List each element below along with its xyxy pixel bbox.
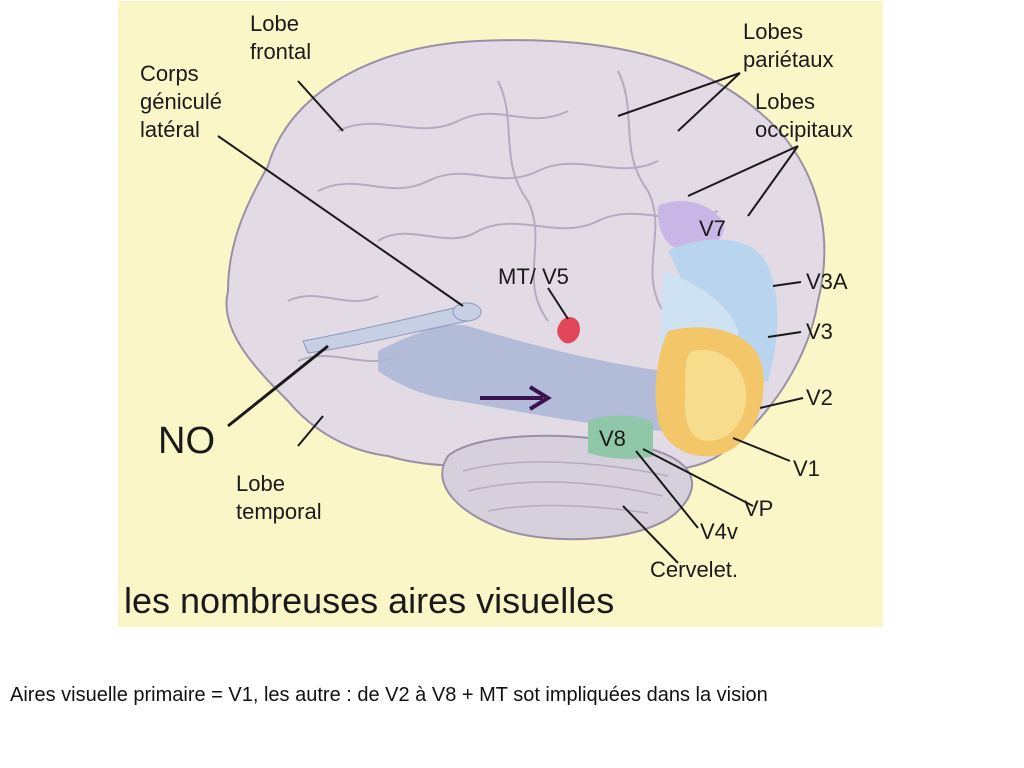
label-corps-2: géniculé (140, 89, 222, 114)
label-lobes-occipitaux-2: occipitaux (755, 117, 853, 142)
label-lobes-parietaux-2: pariétaux (743, 47, 834, 72)
label-lobe-temporal-2: temporal (236, 499, 322, 524)
label-vp: VP (744, 496, 773, 521)
label-v3a: V3A (806, 269, 848, 294)
label-v7: V7 (699, 216, 726, 241)
label-corps-1: Corps (140, 61, 199, 86)
label-mt-v5: MT/ V5 (498, 264, 569, 289)
label-lobes-parietaux-1: Lobes (743, 19, 803, 44)
label-v4v: V4v (700, 519, 738, 544)
label-v1: V1 (793, 456, 820, 481)
label-lobe-frontal-2: frontal (250, 39, 311, 64)
label-v8: V8 (599, 426, 626, 451)
diagram-title: les nombreuses aires visuelles (124, 580, 614, 621)
label-corps-3: latéral (140, 117, 200, 142)
area-v8 (588, 415, 653, 459)
area-v1 (684, 350, 747, 441)
area-mt (557, 317, 580, 344)
label-v2: V2 (806, 385, 833, 410)
no-pointer-line (227, 344, 329, 428)
label-v3: V3 (806, 319, 833, 344)
area-v7 (657, 201, 724, 252)
lgn-node (452, 302, 482, 322)
slide-caption: Aires visuelle primaire = V1, les autre … (10, 684, 768, 706)
optic-radiation (378, 324, 663, 431)
label-no: NO (158, 420, 215, 462)
label-lobe-frontal-1: Lobe (250, 11, 299, 36)
cerebellum (441, 434, 694, 541)
label-lobes-occipitaux-1: Lobes (755, 89, 815, 114)
brain-diagram: Lobe frontal Corps géniculé latéral Lobe… (124, 11, 853, 621)
label-cervelet: Cervelet. (650, 557, 738, 582)
label-lobe-temporal-1: Lobe (236, 471, 285, 496)
leader-lines (217, 72, 804, 564)
brain-figure: Lobe frontal Corps géniculé latéral Lobe… (118, 1, 883, 627)
pathway-arrowhead (528, 385, 552, 411)
